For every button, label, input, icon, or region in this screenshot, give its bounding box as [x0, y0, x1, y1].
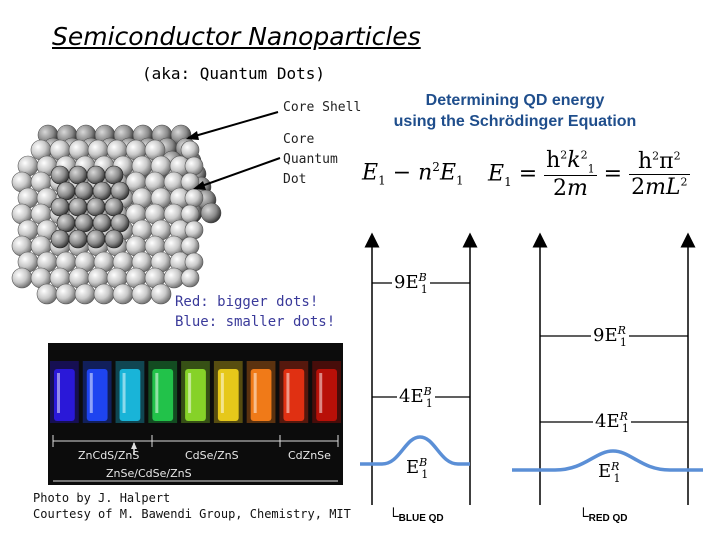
quantum-dot-vials-photo: ZnCdS/ZnS CdSe/ZnS CdZnSe ZnSe/CdSe/ZnS: [48, 343, 343, 485]
core-qd-arrow: [195, 157, 281, 189]
photo-label-cdznse: CdZnSe: [288, 449, 331, 462]
core-shell-label: Core Shell: [283, 100, 362, 115]
red-wavefunction: [512, 449, 703, 472]
credit-line2: Courtesy of M. Bawendi Group, Chemistry,…: [33, 507, 351, 521]
blue-level-4: 4EB1: [397, 385, 435, 410]
qd-title-line2: using the Schrödinger Equation: [393, 113, 637, 130]
blue-level-1: EB1: [404, 456, 431, 481]
red-qd-well: [512, 232, 703, 505]
photo-label-znse: ZnSe/CdSe/ZnS: [106, 467, 192, 480]
core-qd-line1: Core: [283, 132, 315, 147]
size-color-notes: Red: bigger dots! Blue: smaller dots!: [175, 292, 335, 332]
core-shell-illustration: [11, 111, 281, 305]
core-shell-arrow: [187, 111, 279, 139]
red-level-4: 4ER1: [593, 410, 631, 435]
red-qd-label: └RED QD: [578, 508, 628, 525]
core-qd-label: Core Quantum Dot: [283, 130, 353, 190]
photo-label-zncds: ZnCdS/ZnS: [78, 449, 139, 462]
core-qd-line2: Quantum: [283, 152, 338, 167]
photo-credit: Photo by J. Halpert Courtesy of M. Bawen…: [33, 490, 351, 522]
qd-title-line1: Determining QD energy: [425, 92, 605, 109]
note-red: Red: bigger dots!: [175, 294, 319, 310]
blue-level-9: 9EB1: [392, 271, 430, 296]
blue-wavefunction: [360, 435, 470, 466]
note-blue: Blue: smaller dots!: [175, 314, 336, 330]
energy-level-diagrams: [360, 232, 703, 505]
core-qd-arrowhead: [193, 181, 206, 190]
photo-label-cdse: CdSe/ZnS: [185, 449, 239, 462]
nanoparticle-balls: [11, 124, 222, 305]
core-shell-arrowhead: [186, 131, 199, 140]
qd-energy-title: Determining QD energy using the Schrödin…: [375, 90, 655, 132]
equation-energy-scaling: E1 − n2E1: [362, 160, 464, 188]
blue-qd-label: └BLUE QD: [388, 508, 444, 525]
credit-line1: Photo by J. Halpert: [33, 491, 171, 505]
core-qd-line3: Dot: [283, 172, 307, 187]
subtitle: (aka: Quantum Dots): [142, 64, 326, 83]
page-title: Semiconductor Nanoparticles: [52, 22, 421, 51]
red-level-1: ER1: [596, 460, 623, 485]
red-level-9: 9ER1: [591, 324, 629, 349]
